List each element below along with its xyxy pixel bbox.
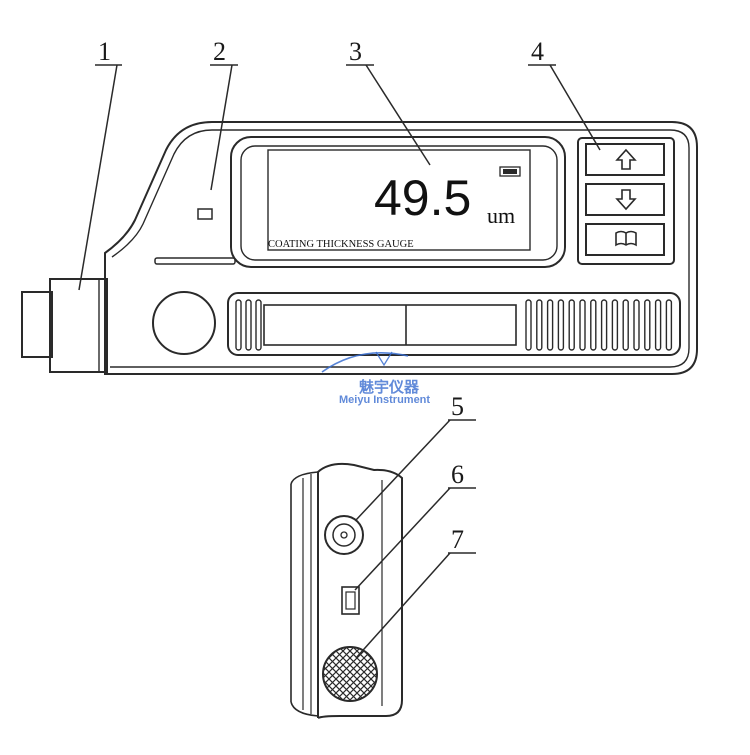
up-button[interactable] [585,143,665,176]
grip-rib [536,299,543,351]
grip-rib [245,299,252,351]
gauge-side-view [290,462,403,719]
side-body-outline [317,462,403,719]
grip-rib [546,299,554,351]
grip-rib [644,299,651,351]
grip-rib [590,299,597,351]
lcd-display [230,136,566,268]
callout-7: 7 [451,525,464,554]
down-arrow-icon [615,189,637,211]
display-reading: 49.5 [374,170,471,226]
grip-rib [611,299,619,351]
grip-rib [622,299,629,351]
grip-rib [525,299,532,351]
body-groove [154,257,236,265]
menu-button[interactable] [585,223,665,256]
callout-labels: 1 2 3 4 5 6 7 [98,37,544,554]
book-icon [615,230,637,247]
watermark-en: Meiyu Instrument [339,394,430,406]
display-unit: um [487,203,515,228]
callout-4: 4 [531,37,544,66]
up-arrow-icon [615,148,637,170]
down-button[interactable] [585,183,665,216]
grip-rib [557,299,565,351]
probe [21,278,108,373]
callout-3: 3 [349,37,362,66]
callout-6: 6 [451,460,464,489]
sensor-window [152,291,216,355]
knurled-knob[interactable] [322,646,378,702]
grip-rib [665,299,673,351]
callout-5: 5 [451,392,464,421]
gauge-body [104,121,698,375]
grip-rib [255,299,262,351]
usb-port [341,586,360,615]
watermark-swoosh [321,352,409,373]
battery-icon [499,166,521,177]
watermark-cn: 魅宇仪器 [359,378,420,396]
grip-rib [579,299,586,351]
grip-rib [568,299,575,351]
indicator-light [197,208,213,220]
display-caption: COATING THICKNESS GAUGE [268,239,414,250]
grip-rib [633,299,640,351]
grip-panel [227,292,681,356]
grip-rib [600,299,608,351]
callout-1: 1 [98,37,111,66]
gauge-front-view [21,121,698,375]
leader-lines [78,64,601,659]
grip-rib [235,299,242,351]
callout-2: 2 [213,37,226,66]
keypad [577,137,675,265]
gauge-body-inner-edge [110,129,690,368]
grip-rib [654,299,662,351]
watermark: 魅宇仪器 Meiyu Instrument [321,351,430,406]
probe-socket [324,515,364,555]
